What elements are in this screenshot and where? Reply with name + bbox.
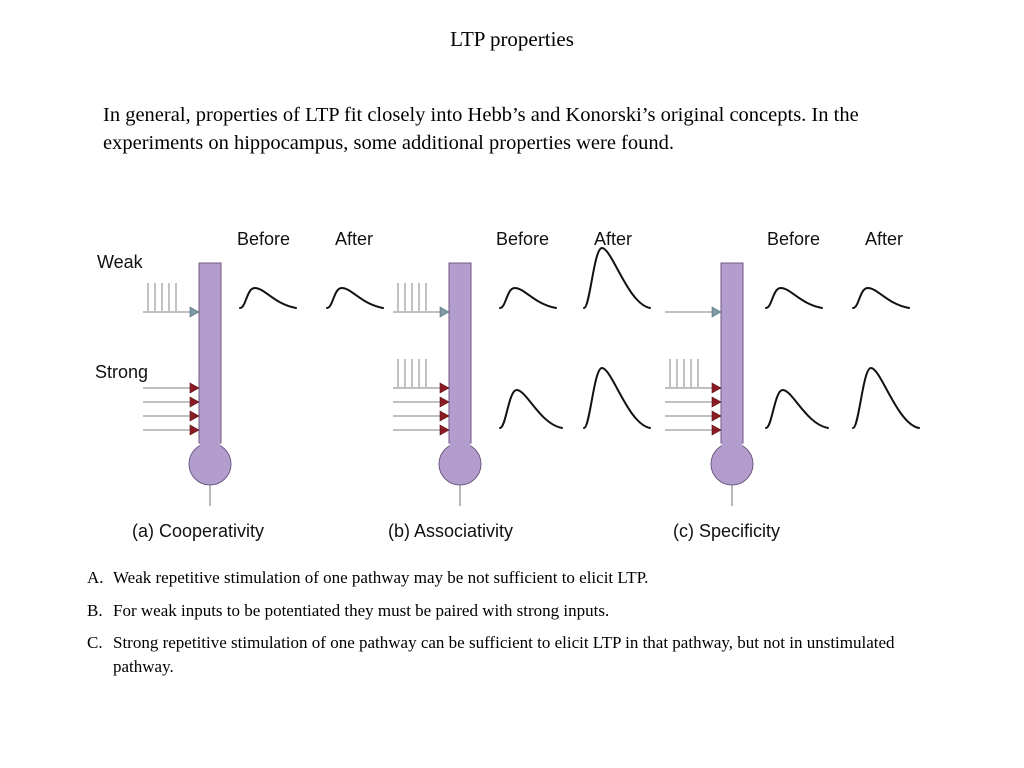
note-item-a: A. Weak repetitive stimulation of one pa… — [87, 566, 947, 590]
panel-a-strong-synapse — [189, 382, 200, 394]
panel-c-strong-after-trace — [852, 366, 920, 429]
panel-a-dendrite — [198, 262, 222, 444]
panel-c-strong-synapse — [711, 396, 722, 408]
panel-a-before-label: Before — [237, 229, 290, 249]
note-text: Strong repetitive stimulation of one pat… — [113, 633, 895, 676]
panel-c-before-label: Before — [767, 229, 820, 249]
panel-c-caption: (c) Specificity — [673, 521, 780, 541]
panel-b-weak-before-trace — [499, 286, 557, 309]
panel-a-soma-neck — [200, 440, 220, 450]
weak-input-label: Weak — [97, 252, 144, 272]
strong-input-label: Strong — [95, 362, 148, 382]
panel-a-strong-synapse — [189, 396, 200, 408]
intro-paragraph: In general, properties of LTP fit closel… — [103, 104, 859, 154]
note-marker: A. — [87, 568, 104, 587]
panel-a-weak-synapse — [189, 306, 200, 318]
panel-c-dendrite — [720, 262, 744, 444]
panel-a-weak-before-trace — [239, 286, 297, 309]
panel-c-weak-synapse — [711, 306, 722, 318]
note-item-c: C. Strong repetitive stimulation of one … — [87, 631, 947, 679]
panel-c-soma-neck — [722, 440, 742, 450]
panel-c-after-label: After — [865, 229, 903, 249]
panel-b-before-label: Before — [496, 229, 549, 249]
note-text: Weak repetitive stimulation of one pathw… — [113, 568, 649, 587]
panel-b-strong-before-trace — [499, 388, 563, 429]
slide-title: LTP properties — [450, 27, 574, 51]
panel-a-strong-synapse — [189, 410, 200, 422]
panel-a-strong-synapse — [189, 424, 200, 436]
panel-b-caption: (b) Associativity — [388, 521, 513, 541]
panel-b-strong-synapse — [439, 410, 450, 422]
panel-b-strong-after-trace — [583, 366, 651, 429]
note-marker: C. — [87, 633, 103, 652]
panel-b-after-label: After — [594, 229, 632, 249]
panel-c-strong-before-trace — [765, 388, 829, 429]
panel-b-strong-synapse — [439, 396, 450, 408]
notes-list: A. Weak repetitive stimulation of one pa… — [87, 566, 947, 688]
panel-b-soma-neck — [450, 440, 470, 450]
panel-c-strong-synapse — [711, 410, 722, 422]
panel-c-strong-synapse — [711, 382, 722, 394]
panel-b-dendrite — [448, 262, 472, 444]
panel-a-caption: (a) Cooperativity — [132, 521, 264, 541]
panel-a-after-label: After — [335, 229, 373, 249]
panel-c-weak-after-trace — [852, 286, 910, 309]
note-text: For weak inputs to be potentiated they m… — [113, 600, 610, 620]
panel-a-weak-after-trace — [326, 286, 384, 309]
ltp-properties-figure: Weak Strong Before After Before After Be… — [95, 229, 920, 541]
panel-b-strong-synapse — [439, 382, 450, 394]
panel-b-strong-synapse — [439, 424, 450, 436]
panel-c-strong-synapse — [711, 424, 722, 436]
panel-b-weak-synapse — [439, 306, 450, 318]
note-item-b: B. For weak inputs to be potentiated the… — [87, 599, 947, 623]
panel-b-weak-after-trace — [583, 246, 651, 309]
note-marker: B. — [87, 600, 103, 620]
panel-c-weak-before-trace — [765, 286, 823, 309]
